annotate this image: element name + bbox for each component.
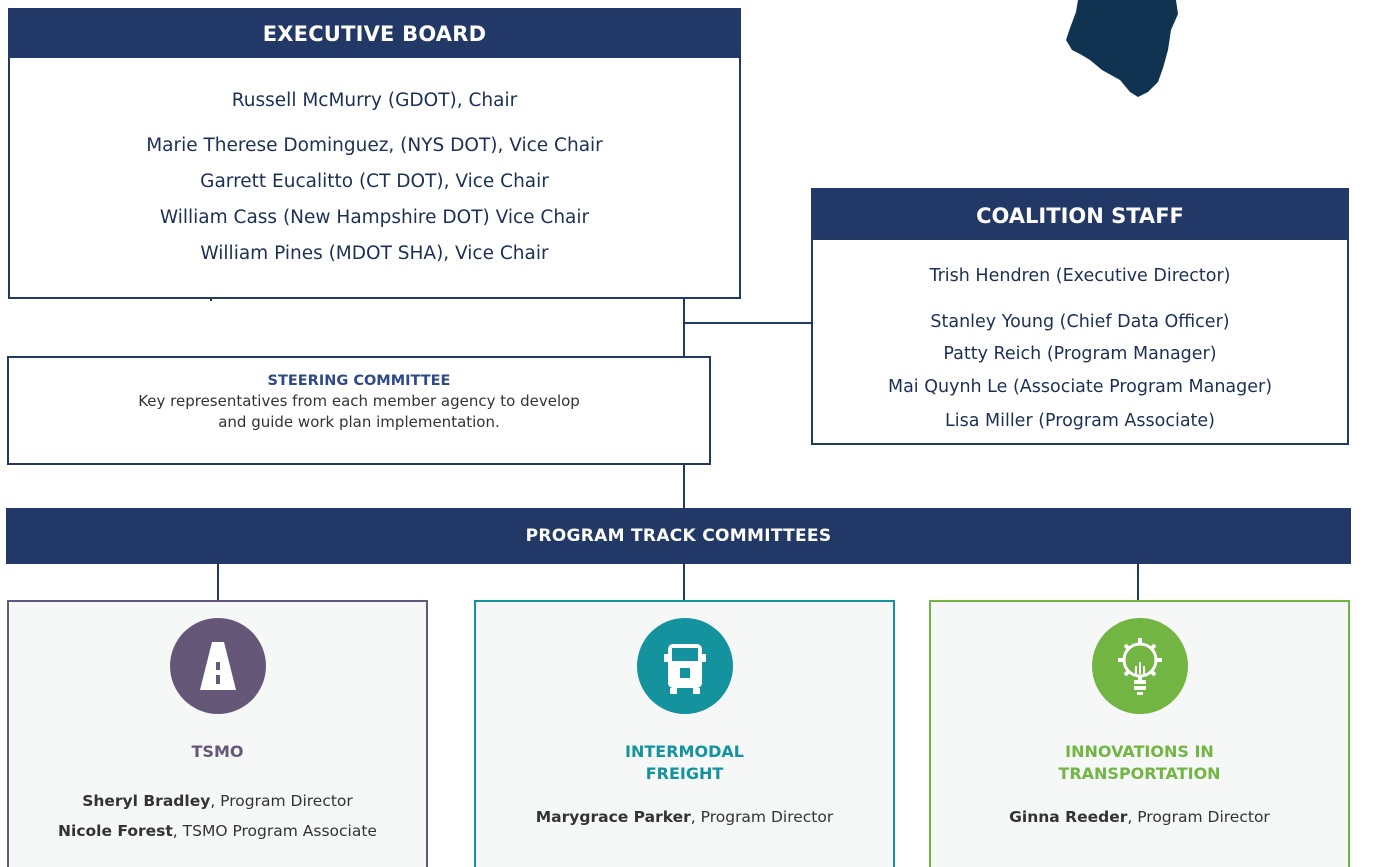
steering-committee-title: STEERING COMMITTEE [267,373,451,389]
florida-map-silhouette [1066,0,1178,97]
person-name: Marygrace Parker [535,808,691,826]
person-role: , Program Director [210,792,353,810]
coalition-staff-member: Lisa Miller (Program Associate) [944,411,1216,431]
person-name: Sheryl Bradley [82,792,211,810]
executive-board-member: William Pines (MDOT SHA), Vice Chair [200,243,549,264]
coalition-staff-title: COALITION STAFF [813,192,1347,240]
executive-board-member: William Cass (New Hampshire DOT) Vice Ch… [159,207,590,228]
person-role: , Program Director [690,808,834,826]
executive-board-member: Garrett Eucalitto (CT DOT), Vice Chair [200,171,549,192]
coalition-staff-box: COALITION STAFF Trish Hendren (Executive… [811,190,1349,445]
person-name: Nicole Forest [58,822,173,840]
committee-card-intermodal-freight: INTERMODAL FREIGHT Marygrace Parker, Pro… [474,600,895,867]
executive-board-title: EXECUTIVE BOARD [10,10,739,58]
committee-person: Sheryl Bradley, Program Director [9,792,426,810]
executive-board-member: Marie Therese Dominguez, (NYS DOT), Vice… [146,135,603,156]
steering-committee-description-line2: and guide work plan implementation. [218,413,500,431]
committee-card-innovations: INNOVATIONS IN TRANSPORTATION Ginna Reed… [929,600,1350,867]
connector-exec-down [683,299,685,356]
executive-board-member: Russell McMurry (GDOT), Chair [231,90,518,111]
coalition-staff-member: Trish Hendren (Executive Director) [929,266,1231,286]
committee-title: INNOVATIONS IN [1065,742,1214,761]
program-track-title: PROGRAM TRACK COMMITTEES [6,508,1351,564]
committee-card-tsmo: TSMO Sheryl Bradley, Program Director Ni… [7,600,428,867]
connector-staff-top [811,188,1349,190]
connector-to-staff [683,322,813,324]
truck-icon [636,618,733,714]
coalition-staff-member: Mai Quynh Le (Associate Program Manager) [887,377,1273,397]
committee-title: TSMO [191,742,244,761]
committee-person: Nicole Forest, TSMO Program Associate [9,822,426,840]
committee-person: Ginna Reeder, Program Director [931,808,1348,826]
steering-committee-description-line1: Key representatives from each member age… [138,392,580,410]
steering-committee-box: STEERING COMMITTEE Key representatives f… [7,356,711,465]
coalition-staff-member: Patty Reich (Program Manager) [943,344,1217,364]
connector-steer-down [683,465,685,508]
executive-board-box: EXECUTIVE BOARD Russell McMurry (GDOT), … [8,8,741,299]
person-role: , Program Director [1127,808,1270,826]
road-icon [169,618,266,714]
person-role: , TSMO Program Associate [172,822,377,840]
person-name: Ginna Reeder [1009,808,1128,826]
connector-card2 [683,564,685,600]
committee-title-line2: TRANSPORTATION [1058,764,1221,783]
committee-title-line2: FREIGHT [645,764,724,783]
connector-exec-left-tick [210,297,212,301]
coalition-staff-member: Stanley Young (Chief Data Officer) [930,312,1230,332]
lightbulb-gear-icon [1091,618,1188,714]
connector-card3 [1137,564,1139,600]
committee-title: INTERMODAL [625,742,744,761]
connector-card1 [217,564,219,600]
committee-person: Marygrace Parker, Program Director [476,808,893,826]
